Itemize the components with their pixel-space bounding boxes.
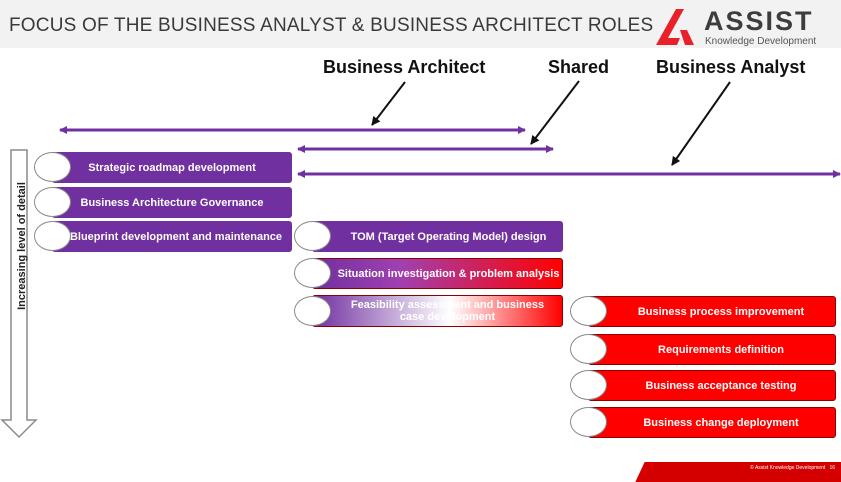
activity-bullet-circle bbox=[294, 221, 331, 251]
assist-a-logo-icon bbox=[656, 9, 694, 45]
logo-name: ASSIST bbox=[704, 6, 814, 36]
activity-situation-investigation: Situation investigation & problem analys… bbox=[312, 258, 563, 289]
activity-change-deployment: Business change deployment bbox=[588, 407, 836, 438]
shared-pointer bbox=[530, 80, 580, 145]
activity-business-process-improvement: Business process improvement bbox=[588, 296, 836, 327]
analyst-pointer bbox=[671, 81, 731, 166]
role-label-architect: Business Architect bbox=[323, 57, 486, 77]
activity-bullet-circle bbox=[570, 407, 607, 437]
role-label-analyst: Business Analyst bbox=[656, 57, 806, 77]
activity-bullet-circle bbox=[570, 370, 607, 400]
activity-bullet-circle bbox=[570, 296, 607, 326]
activity-acceptance-testing: Business acceptance testing bbox=[588, 370, 836, 401]
activity-requirements-definition: Requirements definition bbox=[588, 334, 836, 365]
company-logo: ASSIST Knowledge Development bbox=[650, 6, 835, 47]
logo-tagline: Knowledge Development bbox=[705, 36, 817, 47]
activity-blueprint: Blueprint development and maintenance bbox=[52, 221, 292, 252]
detail-down-arrow bbox=[0, 149, 38, 439]
page-title: FOCUS OF THE BUSINESS ANALYST & BUSINESS… bbox=[9, 15, 654, 36]
activity-tom-design: TOM (Target Operating Model) design bbox=[312, 221, 563, 252]
architect-pointer bbox=[371, 81, 406, 126]
activity-strategic-roadmap: Strategic roadmap development bbox=[52, 152, 292, 183]
activity-bullet-circle bbox=[294, 296, 331, 326]
role-label-shared: Shared bbox=[548, 57, 610, 77]
activity-bullet-circle bbox=[34, 221, 71, 251]
axis-label-detail: Increasing level of detail bbox=[16, 182, 28, 310]
activity-bullet-circle bbox=[34, 152, 71, 182]
header-bar bbox=[0, 0, 841, 48]
page-number: 16 bbox=[829, 465, 835, 471]
footer-copyright: © Assist Knowledge Development 16 bbox=[750, 465, 835, 471]
activity-bullet-circle bbox=[34, 187, 71, 217]
activity-ba-governance: Business Architecture Governance bbox=[52, 187, 292, 218]
activity-bullet-circle bbox=[570, 334, 607, 364]
activity-bullet-circle bbox=[294, 258, 331, 288]
activity-feasibility-assessment: Feasibility assessment and business case… bbox=[312, 295, 563, 327]
